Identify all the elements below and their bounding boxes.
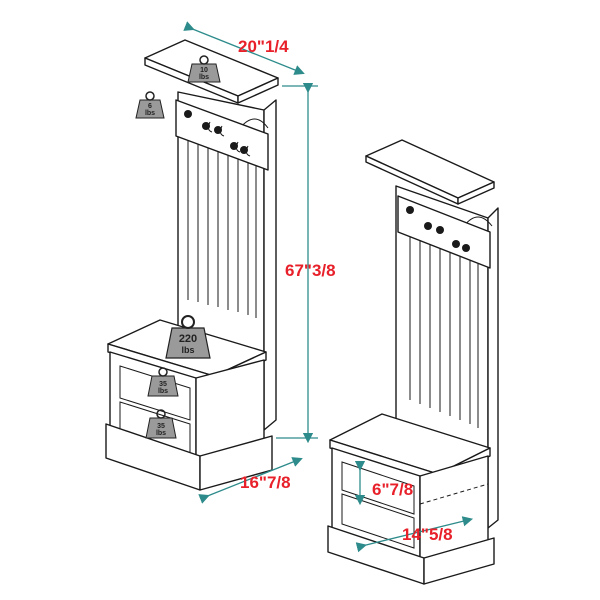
coat-hooks xyxy=(184,110,251,157)
dimension-cubby-height: 6"7/8 xyxy=(372,480,413,499)
weight-upper-cubby-unit: lbs xyxy=(158,388,168,395)
weight-icon-bench: 220 lbs xyxy=(165,315,211,359)
back-post-side xyxy=(263,99,277,431)
coat-hooks-right xyxy=(406,206,470,252)
weight-lower-cubby-unit: lbs xyxy=(156,430,166,437)
dimension-lines-right xyxy=(354,460,474,553)
dimension-cubby-depth: 14"5/8 xyxy=(402,525,453,544)
hall-tree-front-view xyxy=(105,39,279,491)
weight-shelf-value: 10 xyxy=(200,67,208,74)
dimension-lines-left xyxy=(183,21,318,504)
cubby-depth-guide xyxy=(419,483,489,505)
weight-icon-hook: 6 lbs xyxy=(135,91,165,119)
top-shelf-side xyxy=(237,77,279,104)
back-slats-right xyxy=(409,230,479,428)
back-slats xyxy=(187,130,257,318)
dimension-depth: 16"7/8 xyxy=(240,473,291,492)
dimension-height: 67"3/8 xyxy=(285,261,336,280)
dimension-width: 20"1/4 xyxy=(238,37,289,56)
weight-upper-cubby-value: 35 xyxy=(159,381,167,388)
weight-hook-unit: lbs xyxy=(145,110,155,117)
weight-icon-lower-cubby: 35 lbs xyxy=(145,409,177,439)
weight-bench-value: 220 xyxy=(179,333,197,345)
weight-icon-upper-cubby: 35 lbs xyxy=(147,367,179,397)
top-shelf-side-right xyxy=(457,181,495,205)
weight-hook-value: 6 xyxy=(148,103,152,110)
weight-shelf-unit: lbs xyxy=(199,74,209,81)
weight-bench-unit: lbs xyxy=(181,345,194,355)
hall-tree-angled-view xyxy=(327,139,499,585)
upper-cubby-right xyxy=(341,461,415,515)
weight-lower-cubby-value: 35 xyxy=(157,423,165,430)
